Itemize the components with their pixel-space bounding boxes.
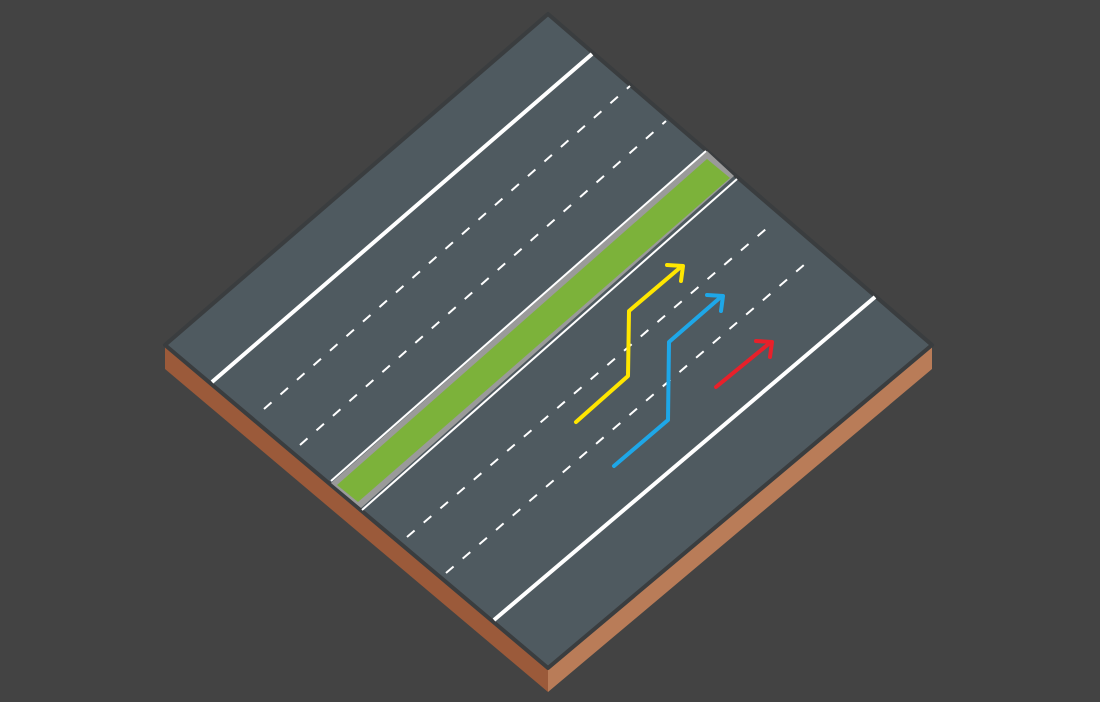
tile-soil-left-face — [165, 345, 548, 692]
arrow-straight-ahead-head — [754, 339, 774, 359]
median-edge-left — [330, 150, 707, 482]
arrow-single-lane-change-shaft — [612, 294, 724, 468]
tile-soil-right-face — [548, 345, 932, 692]
arrow-double-lane-change — [574, 263, 685, 424]
median-grass — [337, 159, 730, 502]
lane-divider-lower-1 — [406, 222, 774, 538]
arrow-single-lane-change — [612, 293, 725, 468]
lane-divider-lower-2 — [445, 257, 813, 574]
arrow-straight-ahead — [714, 339, 774, 389]
arrow-single-lane-change-head — [705, 293, 725, 313]
median-edge-right — [361, 178, 738, 511]
lane-divider-upper-2 — [299, 120, 667, 446]
arrow-double-lane-change-head — [665, 263, 685, 283]
edge-line-far-left — [210, 52, 594, 384]
arrow-straight-ahead-shaft — [714, 340, 773, 389]
edge-line-far-right — [492, 295, 877, 622]
arrow-double-lane-change-shaft — [574, 264, 684, 424]
lane-divider-upper-1 — [263, 85, 631, 410]
